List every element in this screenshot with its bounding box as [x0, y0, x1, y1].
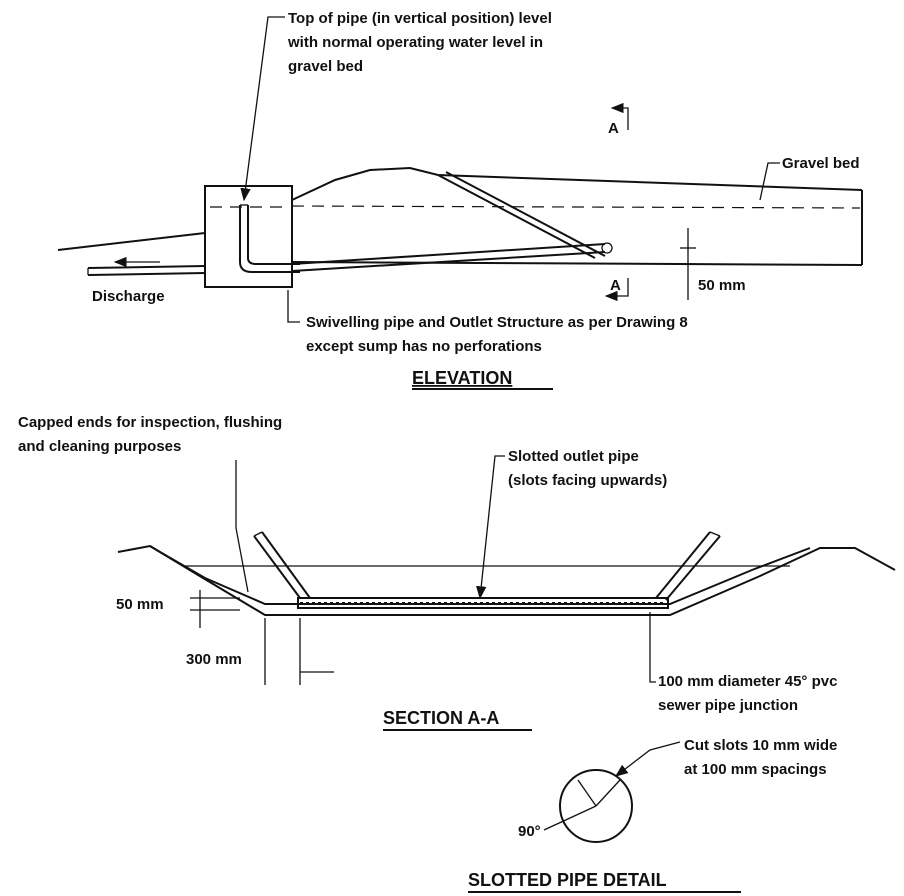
slots-note-leader [614, 741, 681, 777]
trench-inner [149, 545, 811, 605]
left-riser-cap [253, 531, 263, 537]
top-of-pipe-note-line2: with normal operating water level in [287, 34, 543, 51]
outlet-note-leader [287, 290, 300, 323]
top-of-pipe-leader [240, 16, 285, 202]
junction-note-line1: 100 mm diameter 45° pvc [658, 673, 837, 690]
section-dimension-300-label: 300 mm [186, 651, 242, 668]
capped-ends-note-line2: and cleaning purposes [18, 438, 181, 455]
top-of-pipe-note-line1: Top of pipe (in vertical position) level [288, 10, 552, 27]
slots-note-line2: at 100 mm spacings [684, 761, 827, 778]
outlet-pipe-cap [601, 242, 613, 254]
inspection-pipe-b [445, 171, 606, 257]
section-dimension-50-label: 50 mm [116, 596, 164, 613]
gravel-bed-leader [759, 162, 780, 201]
slot-ray-left [577, 779, 597, 807]
outlet-note-line2: except sump has no perforations [306, 338, 542, 355]
inspection-pipe-a [437, 174, 596, 259]
top-of-pipe-note-line3: gravel bed [288, 58, 363, 75]
right-riser-a [655, 531, 711, 599]
section-title: SECTION A-A [383, 708, 499, 728]
junction-note-line2: sewer pipe junction [658, 697, 798, 714]
outlet-pipe-top [291, 243, 606, 265]
elevation-title: ELEVATION [412, 368, 512, 388]
slotted-pipe-detail: Cut slots 10 mm wide at 100 mm spacings … [468, 737, 837, 893]
angle-label: 90° [518, 823, 541, 840]
angle-leader [543, 805, 597, 831]
section-marker-bottom: A [604, 277, 629, 302]
left-riser-a [253, 535, 301, 599]
detail-title: SLOTTED PIPE DETAIL [468, 870, 667, 890]
gravel-bed-label: Gravel bed [782, 155, 860, 172]
right-riser-cap [709, 531, 721, 537]
section-marker-top: A [608, 102, 629, 137]
junction-leader [649, 612, 656, 683]
left-riser-b [261, 531, 311, 599]
ground-line-left [57, 232, 206, 251]
outlet-pipe-bottom [291, 251, 606, 272]
discharge-label: Discharge [92, 288, 165, 305]
gravel-bed-bottom [291, 261, 863, 266]
section-view: Capped ends for inspection, flushing and… [18, 414, 896, 731]
slotted-pipe-note-line1: Slotted outlet pipe [508, 448, 639, 465]
section-marker-bottom-label: A [610, 277, 621, 294]
section-marker-top-label: A [608, 120, 619, 137]
pipe-cross-section [559, 769, 633, 843]
elevation-view: Top of pipe (in vertical position) level… [57, 10, 863, 390]
right-riser-b [665, 535, 721, 601]
swivel-pipe-outer [239, 205, 300, 273]
discharge-pipe-bottom [87, 272, 206, 276]
slotted-pipe-note-line2: (slots facing upwards) [508, 472, 667, 489]
gravel-bed-top [291, 166, 863, 201]
dimension-50-label: 50 mm [698, 277, 746, 294]
capped-ends-note-line1: Capped ends for inspection, flushing [18, 414, 282, 431]
slot-ray-right [595, 779, 621, 807]
slots-note-line1: Cut slots 10 mm wide [684, 737, 837, 754]
discharge-pipe-top [87, 265, 206, 269]
capped-ends-leader-tail [235, 527, 249, 593]
swivel-pipe-inner [247, 205, 300, 265]
outlet-note-line1: Swivelling pipe and Outlet Structure as … [306, 314, 688, 331]
outlet-structure [204, 185, 293, 288]
water-level-line [291, 205, 861, 209]
slotted-pipe-leader [476, 455, 505, 600]
